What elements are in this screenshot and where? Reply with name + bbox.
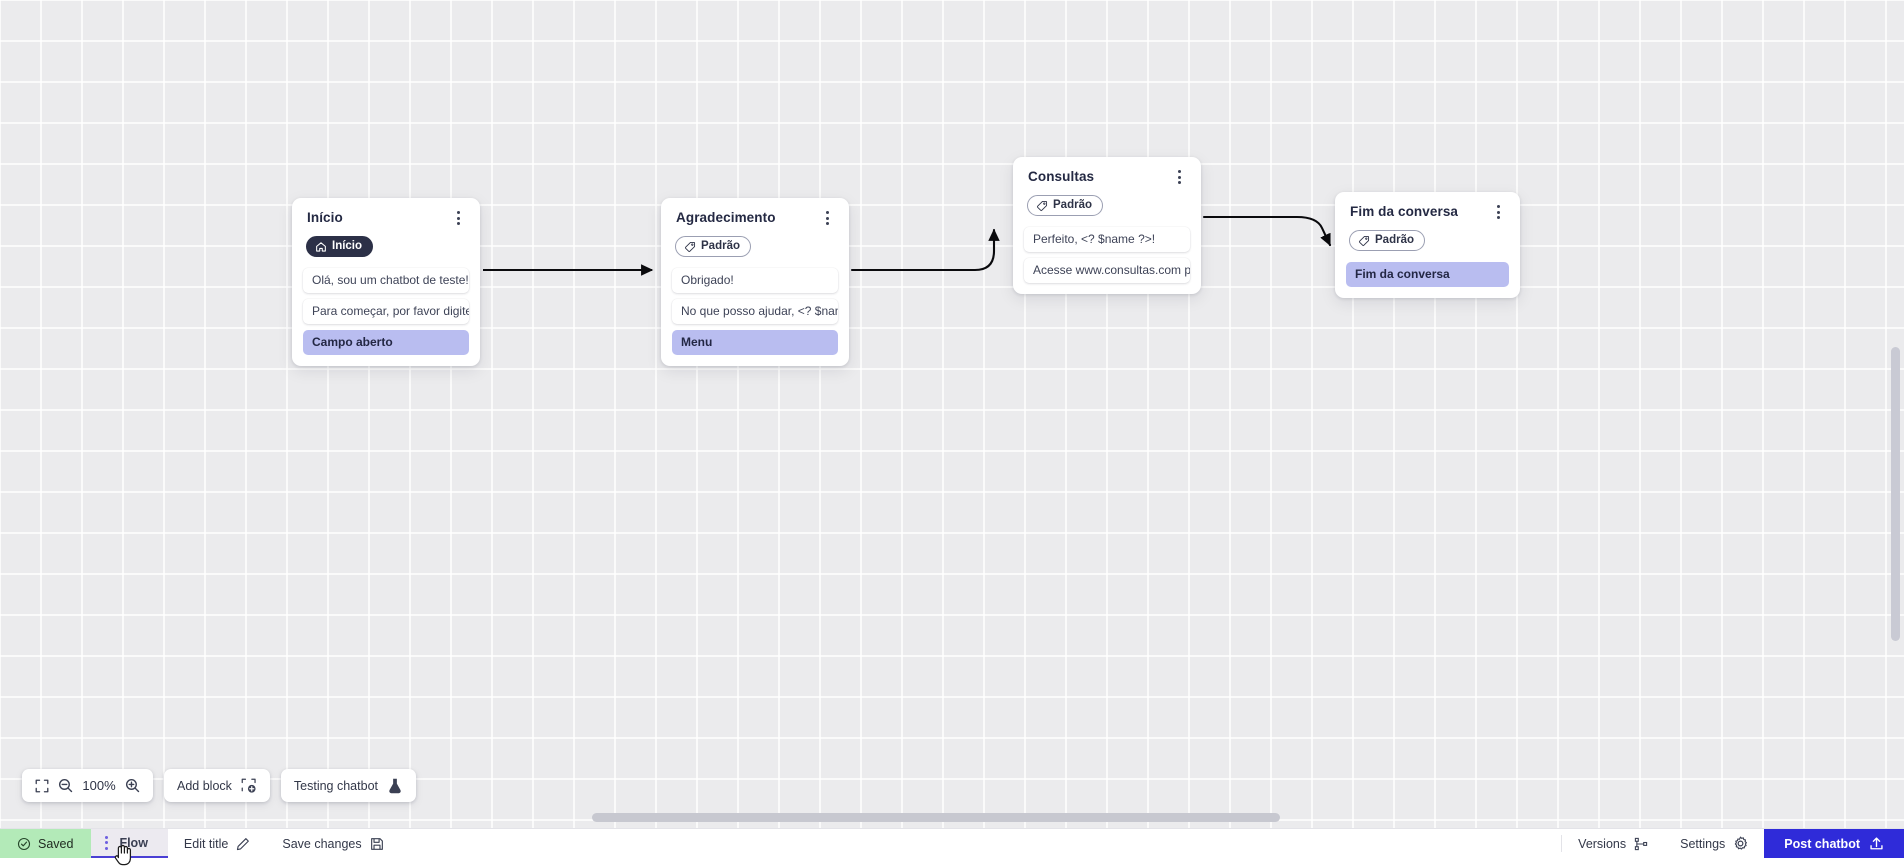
add-block-icon: [241, 778, 257, 794]
save-changes-button[interactable]: Save changes: [266, 829, 399, 858]
flow-tab-menu-icon[interactable]: [100, 832, 113, 854]
node-row-accent[interactable]: Menu: [672, 330, 838, 355]
post-chatbot-button[interactable]: Post chatbot: [1764, 829, 1904, 858]
node-badge-label: Padrão: [1053, 200, 1092, 212]
testing-chatbot-button[interactable]: Testing chatbot: [281, 769, 416, 802]
zoom-controls[interactable]: 100%: [22, 769, 153, 802]
flow-node-inicio[interactable]: Início Início Olá, sou um chatbot de tes…: [292, 198, 480, 366]
node-header: Início: [303, 210, 469, 227]
settings-button[interactable]: Settings: [1664, 829, 1764, 858]
vertical-scrollbar-thumb[interactable]: [1891, 347, 1900, 641]
node-badge[interactable]: Início: [306, 236, 373, 257]
node-header: Fim da conversa: [1346, 204, 1509, 221]
node-title: Início: [307, 210, 343, 226]
saved-status-label: Saved: [38, 837, 73, 851]
tab-flow-label: Flow: [119, 836, 147, 850]
node-badge[interactable]: Padrão: [1027, 195, 1103, 216]
node-title: Fim da conversa: [1350, 204, 1458, 220]
horizontal-scrollbar-thumb[interactable]: [592, 813, 1280, 822]
home-icon: [315, 241, 327, 253]
node-row[interactable]: Acesse www.consultas.com par...: [1024, 258, 1190, 283]
edge-consultas-fim: [1204, 217, 1330, 245]
tag-icon: [1358, 235, 1370, 247]
node-header: Agradecimento: [672, 210, 838, 227]
gear-icon: [1733, 836, 1748, 851]
add-block-label: Add block: [177, 779, 232, 793]
canvas-toolbar: 100% Add block Testing chatbot: [22, 769, 416, 802]
flow-node-fim-da-conversa[interactable]: Fim da conversa Padrão Fim da conversa: [1335, 192, 1520, 298]
node-badge-label: Início: [332, 241, 362, 253]
node-badge-row: Início: [303, 236, 469, 258]
node-row-accent[interactable]: Campo aberto: [303, 330, 469, 355]
vertical-scrollbar[interactable]: [1891, 0, 1900, 828]
node-badge-row: Padrão: [672, 236, 838, 258]
flask-icon: [387, 778, 403, 794]
bottom-bar-spacer: [400, 829, 1562, 858]
tag-icon: [1036, 200, 1048, 212]
node-badge-row: Padrão: [1024, 195, 1190, 217]
edit-title-label: Edit title: [184, 837, 228, 851]
node-header: Consultas: [1024, 169, 1190, 186]
node-menu-button[interactable]: [450, 209, 466, 227]
save-disk-icon: [370, 837, 384, 851]
node-row[interactable]: Olá, sou um chatbot de teste!: [303, 268, 469, 293]
fit-screen-icon[interactable]: [35, 779, 49, 793]
connector-edges: [0, 0, 1904, 828]
flow-canvas[interactable]: Início Início Olá, sou um chatbot de tes…: [0, 0, 1904, 828]
saved-status-badge: Saved: [0, 829, 91, 858]
node-row[interactable]: Para começar, por favor digite o ...: [303, 299, 469, 324]
node-badge-row: Padrão: [1346, 230, 1509, 252]
versions-button[interactable]: Versions: [1562, 829, 1664, 858]
node-menu-button[interactable]: [819, 209, 835, 227]
branch-icon: [1634, 837, 1648, 851]
node-rows: Obrigado! No que posso ajudar, <? $name …: [672, 268, 838, 355]
tag-icon: [684, 241, 696, 253]
node-badge-label: Padrão: [701, 241, 740, 253]
versions-label: Versions: [1578, 837, 1626, 851]
edit-title-button[interactable]: Edit title: [168, 829, 266, 858]
node-badge-label: Padrão: [1375, 235, 1414, 247]
tab-flow[interactable]: Flow: [91, 829, 167, 858]
upload-icon: [1869, 836, 1884, 851]
node-rows: Olá, sou um chatbot de teste! Para começ…: [303, 268, 469, 355]
testing-chatbot-label: Testing chatbot: [294, 779, 378, 793]
post-chatbot-label: Post chatbot: [1784, 837, 1860, 851]
node-badge[interactable]: Padrão: [675, 236, 751, 257]
node-rows: Fim da conversa: [1346, 262, 1509, 287]
add-block-button[interactable]: Add block: [164, 769, 270, 802]
check-circle-icon: [17, 837, 31, 851]
node-title: Consultas: [1028, 169, 1094, 185]
node-row[interactable]: Obrigado!: [672, 268, 838, 293]
node-menu-button[interactable]: [1490, 203, 1506, 221]
zoom-level-value: 100%: [82, 778, 116, 793]
pencil-icon: [236, 837, 250, 851]
node-badge[interactable]: Padrão: [1349, 230, 1425, 251]
node-row[interactable]: Perfeito, <? $name ?>!: [1024, 227, 1190, 252]
bottom-bar: Saved Flow Edit title Save changes Versi…: [0, 828, 1904, 858]
node-menu-button[interactable]: [1171, 168, 1187, 186]
settings-label: Settings: [1680, 837, 1725, 851]
node-row-accent[interactable]: Fim da conversa: [1346, 262, 1509, 287]
flow-node-consultas[interactable]: Consultas Padrão Perfeito, <? $name ?>! …: [1013, 157, 1201, 294]
node-rows: Perfeito, <? $name ?>! Acesse www.consul…: [1024, 227, 1190, 283]
edge-agradecimento-consultas: [852, 230, 994, 270]
node-row[interactable]: No que posso ajudar, <? $name ...: [672, 299, 838, 324]
horizontal-scrollbar[interactable]: [0, 813, 1904, 822]
flow-node-agradecimento[interactable]: Agradecimento Padrão Obrigado! No que po…: [661, 198, 849, 366]
zoom-out-icon[interactable]: [58, 778, 73, 793]
node-title: Agradecimento: [676, 210, 776, 226]
zoom-in-icon[interactable]: [125, 778, 140, 793]
save-changes-label: Save changes: [282, 837, 361, 851]
